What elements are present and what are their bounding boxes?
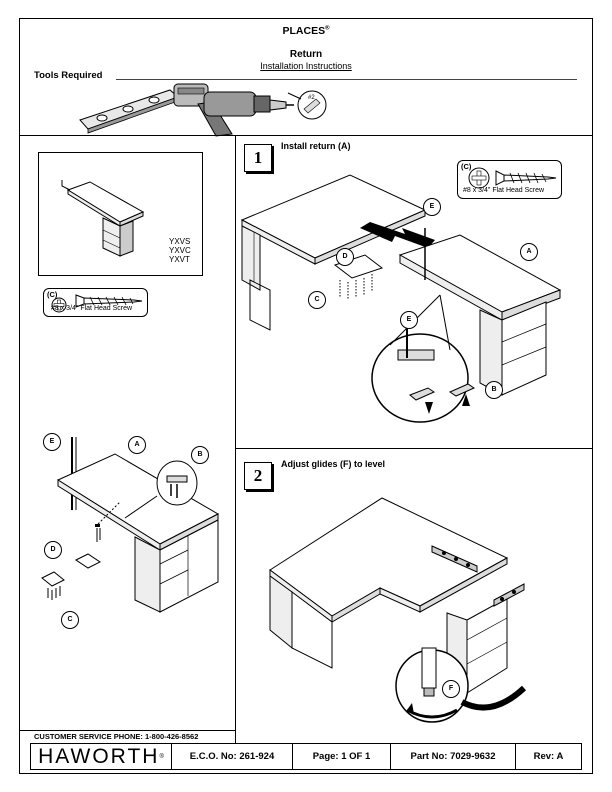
footer-bar: HAWORTH® E.C.O. No: 261-924 Page: 1 OF 1… <box>30 743 582 770</box>
screw-description: #8 x 3/4" Flat Head Screw <box>51 305 133 312</box>
part-number: Part No: 7029-9632 <box>390 744 515 769</box>
eco-number: E.C.O. No: 261-924 <box>171 744 292 769</box>
callout-C: C <box>308 291 326 309</box>
callout-B: B <box>485 381 503 399</box>
step-2-instruction: Adjust glides (F) to level <box>281 459 386 469</box>
brand-name: PLACES® <box>282 25 330 37</box>
header-divider <box>19 135 593 136</box>
screw-body-icon <box>495 170 557 186</box>
tools-divider <box>116 79 577 80</box>
callout-B: B <box>191 446 209 464</box>
screw-letter: (C) <box>461 162 472 171</box>
column-divider <box>235 135 236 743</box>
callout-E: E <box>400 311 418 329</box>
screw-body-icon <box>75 294 143 308</box>
step-2-level-illustration <box>269 497 527 723</box>
callout-D: D <box>336 248 354 266</box>
model-code: YXVS <box>169 237 191 246</box>
desk-inset-box <box>38 152 203 276</box>
step-divider <box>235 448 593 449</box>
page-number: Page: 1 OF 1 <box>292 744 390 769</box>
screw-description: #8 x 3/4" Flat Head Screw <box>463 187 545 194</box>
step-number-1: 1 <box>244 144 272 172</box>
step-1-instruction: Install return (A) <box>281 141 351 151</box>
callout-C: C <box>61 611 79 629</box>
model-list: YXVS YXVC YXVT <box>169 237 191 264</box>
hole-template-icon <box>79 89 179 134</box>
screw-tag-right: (C) #8 x 3/4" Flat Head Screw <box>457 160 562 199</box>
desk-return-inset-illustration <box>61 180 145 257</box>
model-code: YXVT <box>169 255 190 264</box>
page-frame <box>19 18 593 774</box>
callout-E: E <box>43 433 61 451</box>
haworth-logo: HAWORTH® <box>38 744 164 768</box>
return-assembly-illustration <box>41 437 220 613</box>
callout-A: A <box>520 243 538 261</box>
screw-letter: (C) <box>47 290 58 299</box>
model-code: YXVC <box>169 246 191 255</box>
callout-E: E <box>423 198 441 216</box>
screw-head-icon <box>468 167 490 189</box>
footer-divider <box>19 730 235 731</box>
callout-F: F <box>442 680 460 698</box>
revision: Rev: A <box>515 744 581 769</box>
screw-tag-left: (C) #8 x 3/4" Flat Head Screw <box>43 288 148 317</box>
callout-A: A <box>128 436 146 454</box>
phillips-bit-icon <box>287 90 327 120</box>
screw-head-icon <box>51 297 67 313</box>
step-number-2: 2 <box>244 462 272 490</box>
tools-required-label: Tools Required <box>34 70 103 81</box>
power-drill-icon <box>173 83 294 137</box>
page-title: Return <box>289 49 323 60</box>
bit-label: #2 <box>308 95 315 101</box>
customer-service-phone: CUSTOMER SERVICE PHONE: 1-800-426-8562 <box>34 732 199 741</box>
bracket-detail-bubble <box>124 460 198 519</box>
callout-D: D <box>44 541 62 559</box>
step-1-install-illustration <box>240 174 562 423</box>
page-subtitle: Installation Instructions <box>260 61 352 71</box>
